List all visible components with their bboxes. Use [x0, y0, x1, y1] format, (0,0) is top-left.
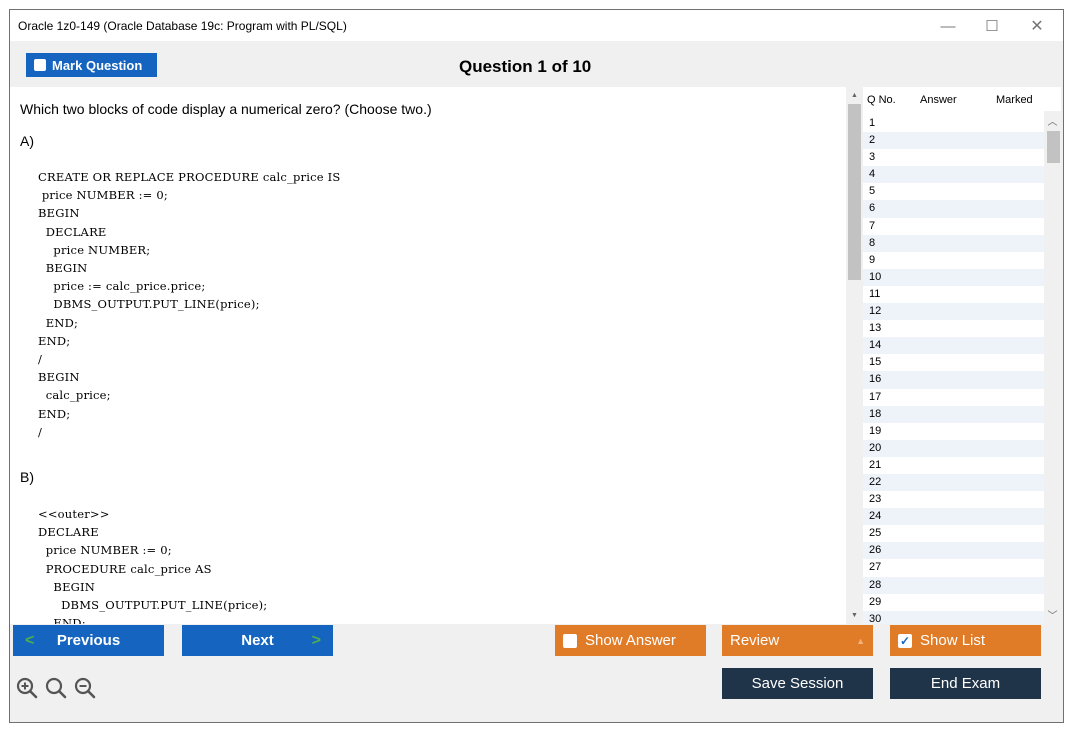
- column-header-marked: Marked: [996, 94, 1033, 106]
- question-list-item[interactable]: 26: [863, 542, 1044, 560]
- question-list-scroll-thumb[interactable]: [1047, 131, 1060, 163]
- option-b-label: B): [20, 469, 34, 485]
- question-panel: Which two blocks of code display a numer…: [10, 87, 846, 624]
- save-session-label: Save Session: [751, 675, 844, 692]
- show-list-button[interactable]: ✓ Show List: [890, 625, 1041, 656]
- scroll-down-icon[interactable]: ▼: [851, 612, 858, 619]
- chevron-right-icon: >: [311, 631, 321, 649]
- question-list-item[interactable]: 12: [863, 303, 1044, 321]
- question-list-item[interactable]: 3: [869, 151, 876, 164]
- question-list-item[interactable]: 25: [869, 527, 882, 540]
- chevron-up-icon[interactable]: ︿: [1047, 117, 1058, 128]
- window-title: Oracle 1z0-149 (Oracle Database 19c: Pro…: [18, 19, 347, 33]
- question-list-item[interactable]: 7: [869, 219, 876, 232]
- scrollbar-thumb[interactable]: [848, 104, 861, 280]
- save-session-button[interactable]: Save Session: [722, 668, 873, 699]
- previous-label: Previous: [56, 632, 121, 649]
- show-answer-label: Show Answer: [585, 632, 676, 649]
- previous-button[interactable]: < Previous: [13, 625, 164, 656]
- end-exam-button[interactable]: End Exam: [890, 668, 1041, 699]
- question-list-item[interactable]: 23: [869, 493, 882, 506]
- show-list-label: Show List: [920, 632, 986, 649]
- question-list-item[interactable]: 30: [863, 610, 1044, 624]
- question-list-item[interactable]: 16: [863, 371, 1044, 389]
- question-list-item[interactable]: 15: [869, 356, 882, 369]
- question-list-item[interactable]: 10: [863, 268, 1044, 286]
- minimize-button[interactable]: —: [940, 17, 956, 35]
- dropdown-caret-icon: ▲: [856, 636, 865, 646]
- mark-question-label: Mark Question: [52, 57, 143, 73]
- question-list-item[interactable]: 28: [863, 576, 1044, 594]
- zoom-out-icon[interactable]: [73, 676, 97, 700]
- question-text: Which two blocks of code display a numer…: [20, 101, 432, 117]
- question-list-item[interactable]: 21: [869, 458, 882, 471]
- close-button[interactable]: ✕: [1030, 18, 1044, 35]
- question-list-item[interactable]: 29: [869, 595, 882, 608]
- question-list-item[interactable]: 9: [869, 253, 876, 266]
- zoom-in-icon[interactable]: [15, 676, 39, 700]
- question-list-item[interactable]: 14: [863, 337, 1044, 355]
- review-dropdown[interactable]: Review ▲: [722, 625, 873, 656]
- question-list-item[interactable]: 22: [863, 473, 1044, 492]
- column-header-answer: Answer: [920, 94, 957, 106]
- question-list-item[interactable]: 27: [869, 561, 882, 574]
- checked-checkbox-icon: ✓: [898, 633, 912, 648]
- question-list-item[interactable]: 4: [863, 166, 1044, 184]
- next-button[interactable]: Next >: [182, 625, 333, 656]
- option-a-label: A): [20, 133, 34, 149]
- end-exam-label: End Exam: [930, 675, 1001, 692]
- app-window: Oracle 1z0-149 (Oracle Database 19c: Pro…: [9, 9, 1064, 723]
- review-label: Review: [730, 632, 780, 649]
- mark-question-button[interactable]: Mark Question: [26, 53, 157, 77]
- question-list-item[interactable]: 2: [863, 132, 1044, 150]
- column-header-qno: Q No.: [867, 94, 896, 106]
- option-b-code: <<outer>> DECLARE price NUMBER := 0; PRO…: [38, 507, 268, 624]
- question-scrollbar[interactable]: ▲ ▼: [846, 87, 863, 624]
- question-list-item[interactable]: 18: [863, 405, 1044, 423]
- question-counter: Question 1 of 10: [459, 57, 592, 76]
- next-label: Next: [241, 632, 274, 649]
- zoom-reset-icon[interactable]: [44, 676, 68, 700]
- question-list-header: Q No. Answer Marked: [863, 87, 1061, 111]
- question-list-item[interactable]: 11: [869, 287, 881, 300]
- chevron-left-icon: <: [25, 631, 35, 649]
- checkbox-icon: [34, 59, 46, 71]
- question-list-item[interactable]: 20: [863, 439, 1044, 457]
- maximize-button[interactable]: ☐: [985, 18, 999, 35]
- option-a-code: CREATE OR REPLACE PROCEDURE calc_price I…: [38, 170, 341, 439]
- title-bar: Oracle 1z0-149 (Oracle Database 19c: Pro…: [10, 10, 1063, 41]
- question-list-item[interactable]: 5: [869, 185, 876, 198]
- checkbox-icon: [563, 633, 577, 648]
- question-list-item[interactable]: 17: [869, 390, 882, 403]
- show-answer-button[interactable]: Show Answer: [555, 625, 706, 656]
- question-list-item[interactable]: 13: [869, 322, 882, 335]
- question-list-scrollbar[interactable]: ︿ ﹀: [1044, 111, 1061, 624]
- scroll-up-icon[interactable]: ▲: [851, 92, 858, 99]
- question-list-item[interactable]: 24: [863, 508, 1044, 526]
- question-list-item[interactable]: 1: [869, 117, 876, 129]
- question-list-item[interactable]: 8: [863, 234, 1044, 252]
- chevron-down-icon[interactable]: ﹀: [1047, 611, 1058, 622]
- question-header: Mark Question Question 1 of 10: [10, 41, 1063, 87]
- question-list-item[interactable]: 19: [869, 424, 882, 437]
- question-list-item[interactable]: 6: [863, 200, 1044, 218]
